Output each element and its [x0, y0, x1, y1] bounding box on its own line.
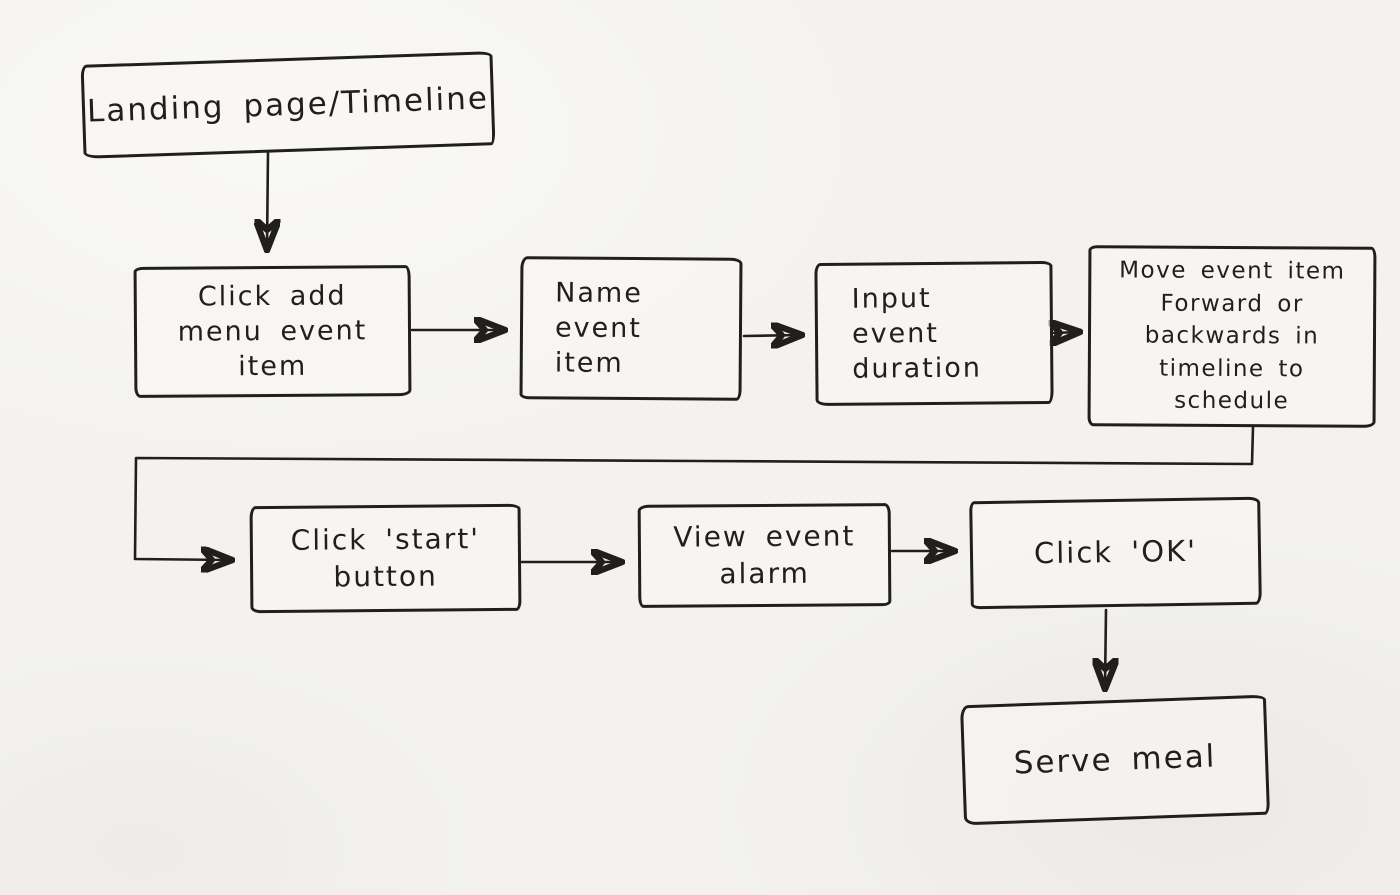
- node-label: Move event item Forward or backwards in …: [1119, 257, 1346, 415]
- node-input-event-duration: Input event duration: [814, 260, 1054, 407]
- connector-duration-to-move: [1054, 332, 1078, 333]
- node-view-event-alarm: View event alarm: [637, 503, 892, 608]
- connector-name-to-duration: [742, 335, 800, 336]
- node-serve-meal: Serve meal: [959, 694, 1271, 826]
- node-label: Name event item: [554, 277, 644, 379]
- node-landing-page-timeline: Landing page/Timeline: [80, 51, 496, 159]
- node-label: View event alarm: [673, 519, 856, 590]
- node-label: Click add menu event item: [177, 280, 368, 383]
- node-move-event-item-in-timeline: Move event item Forward or backwards in …: [1087, 245, 1377, 428]
- node-click-start-button: Click 'start' button: [249, 503, 522, 614]
- node-click-add-menu-event-item: Click add menu event item: [133, 265, 412, 398]
- node-label: Serve meal: [1013, 738, 1217, 782]
- node-name-event-item: Name event item: [519, 256, 743, 401]
- node-label: Click 'start' button: [290, 522, 481, 593]
- connector-ok-to-serve: [1105, 608, 1106, 687]
- node-label: Click 'OK': [1033, 533, 1198, 571]
- connector-landing-to-add: [267, 150, 268, 248]
- node-click-ok: Click 'OK': [969, 496, 1262, 610]
- node-label: Landing page/Timeline: [86, 80, 490, 130]
- node-label: Input event duration: [851, 282, 983, 385]
